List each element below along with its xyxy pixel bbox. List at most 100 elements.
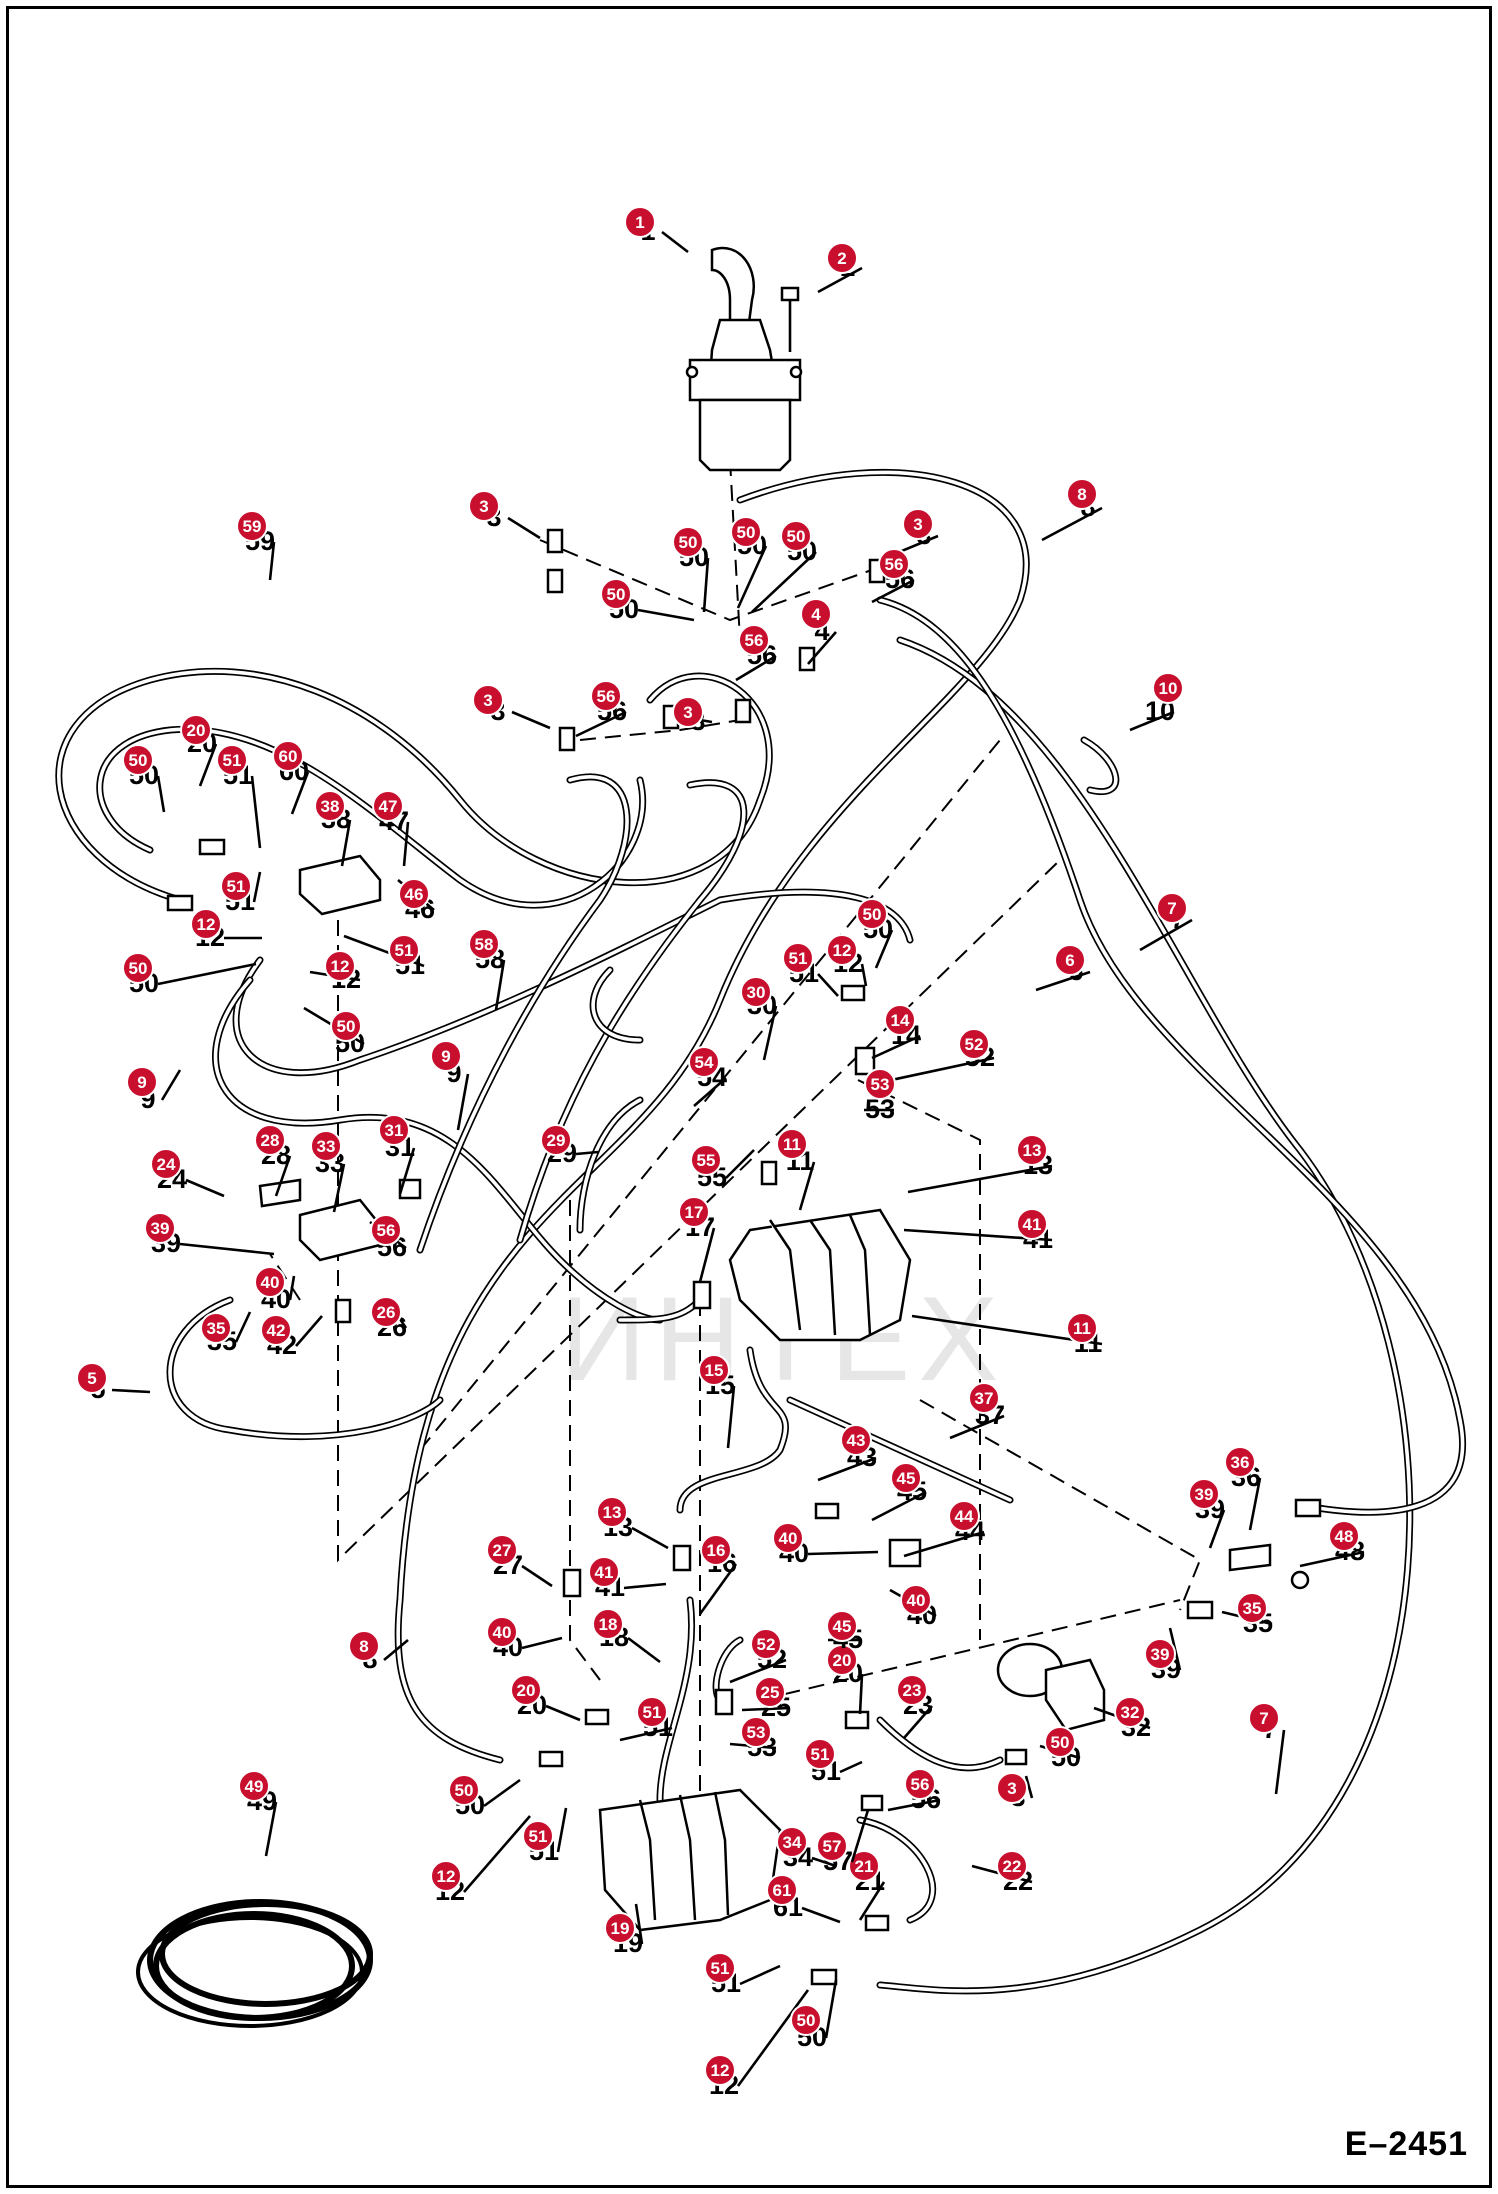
callout-badge-number: 40 xyxy=(261,1273,280,1292)
callout-badge-number: 11 xyxy=(783,1135,801,1154)
callout-badge xyxy=(848,1850,880,1882)
leader-line xyxy=(693,1077,727,1107)
callout-badge xyxy=(510,1674,542,1706)
leader-line xyxy=(619,1726,673,1742)
callout-badge xyxy=(1188,1478,1220,1510)
callout-badge-number: 9 xyxy=(137,1073,146,1092)
leader-line xyxy=(871,1490,927,1522)
leader-line xyxy=(807,631,837,665)
callout-badge-number: 51 xyxy=(811,1745,830,1764)
callout-badge-number: 51 xyxy=(789,949,808,968)
callout-badge xyxy=(704,1952,736,1984)
leader-line xyxy=(839,1760,863,1774)
callout-badge xyxy=(884,1004,916,1036)
callout-badge-number: 12 xyxy=(331,957,350,976)
leader-line xyxy=(817,973,839,997)
callout-badge-number: 29 xyxy=(547,1131,566,1150)
leader-line xyxy=(661,230,689,254)
leader-line xyxy=(264,1801,278,1857)
callout-badge xyxy=(372,790,404,822)
callout-badge xyxy=(704,2054,736,2086)
callout-2: 22 xyxy=(817,242,863,294)
callout-badge-number: 2 xyxy=(837,249,846,268)
callout-badge-number: 20 xyxy=(517,1681,536,1700)
callout-badge-number: 40 xyxy=(907,1591,926,1610)
callout-badge xyxy=(890,1462,922,1494)
callout-badge xyxy=(216,744,248,776)
callout-badge-number: 52 xyxy=(965,1035,984,1054)
callout-9: 99 xyxy=(126,1066,182,1114)
callout-badge-number: 51 xyxy=(529,1827,548,1846)
callout-badge-number: 56 xyxy=(745,631,764,650)
callout-badge-number: 47 xyxy=(379,797,398,816)
callout-badge xyxy=(878,548,910,580)
callout-badge xyxy=(486,1534,518,1566)
callout-badge xyxy=(486,1616,518,1648)
callout-badge xyxy=(1054,944,1086,976)
callout-badge-number: 36 xyxy=(1231,1453,1250,1472)
callout-badge-number: 56 xyxy=(885,555,904,574)
callout-badge xyxy=(272,740,304,772)
callout-badge xyxy=(900,1584,932,1616)
callout-badge-number: 15 xyxy=(705,1361,724,1380)
callout-badge xyxy=(448,1774,480,1806)
dash-line-f xyxy=(857,1079,981,1640)
leader-line xyxy=(631,1526,669,1550)
leader-line xyxy=(949,1414,1005,1440)
callout-badge xyxy=(126,1066,158,1098)
callout-badge xyxy=(588,1556,620,1588)
callout-badge xyxy=(780,520,812,552)
callout-badge-number: 12 xyxy=(711,2061,730,2080)
hose-22 xyxy=(856,1816,936,1924)
callout-badge xyxy=(902,508,934,540)
callout-badge-number: 50 xyxy=(607,585,626,604)
callout-badge xyxy=(122,744,154,776)
callout-badge xyxy=(672,526,704,558)
callout-badge xyxy=(698,1354,730,1386)
callout-badge-number: 51 xyxy=(643,1703,662,1722)
callout-badge-number: 59 xyxy=(243,517,262,536)
callout-badge-number: 12 xyxy=(197,915,216,934)
leader-line xyxy=(332,1163,346,1213)
leader-line xyxy=(798,1161,816,1211)
callout-badge-number: 40 xyxy=(779,1529,798,1548)
leader-line xyxy=(157,962,257,986)
callout-badge-number: 18 xyxy=(599,1615,618,1634)
hose-9 xyxy=(212,976,664,1324)
callout-badge-number: 31 xyxy=(385,1121,404,1140)
callout-badge xyxy=(324,950,356,982)
callout-9: 99 xyxy=(430,1040,470,1131)
leader-line xyxy=(556,1807,568,1853)
callout-badge xyxy=(150,1148,182,1180)
leader-line xyxy=(860,963,868,987)
